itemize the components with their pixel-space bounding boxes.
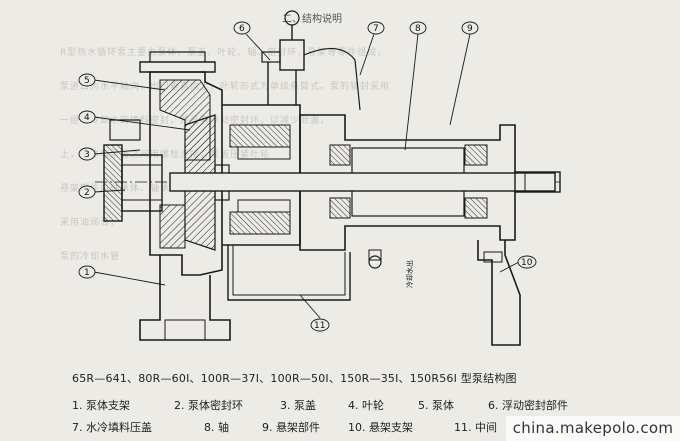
legend-row-2: 7. 水冷填料压盖 8. 轴 9. 悬架部件 10. 悬架支架 11. 中间 [72,417,632,439]
callout-6: 6 [233,21,251,35]
callout-3: 3 [78,147,96,161]
callout-1: 1 [78,265,96,279]
drawing-note: 冷却水出 [405,260,414,288]
ghost-line: 悬架部件由轴承体、轴承、轴等组成， [60,184,231,194]
parts-legend: 1. 泵体支架 2. 泵体密封环 3. 泵盖 4. 叶轮 5. 泵体 6. 浮动… [72,395,632,439]
legend-item: 10. 悬架支架 [348,421,413,434]
bearing-frame [299,114,516,269]
legend-item: 7. 水冷填料压盖 [72,421,152,434]
svg-text:5: 5 [84,76,90,86]
svg-text:8: 8 [415,24,421,34]
svg-text:3: 3 [84,150,90,160]
header-fragment: 二、结构说明 [282,12,342,25]
svg-text:1: 1 [84,268,90,278]
ghost-line: 上，泵体与泵盖之间用螺栓连接，泵盖压紧叶轮 [60,150,271,160]
shaft [169,171,561,193]
cooling-water-pipe-inner [232,245,346,296]
svg-text:6: 6 [239,24,245,34]
callout-11: 11 [310,318,330,332]
callout-8: 8 [409,21,427,35]
legend-row-1: 1. 泵体支架 2. 泵体密封环 3. 泵盖 4. 叶轮 5. 泵体 6. 浮动… [72,395,632,417]
svg-text:4: 4 [84,113,90,123]
svg-text:11: 11 [314,321,325,331]
svg-text:7: 7 [373,24,379,34]
cooling-water-pipe [227,245,351,301]
legend-item: 5. 泵体 [418,399,454,412]
figure-caption: 65R—641、80R—60I、100R—37I、100R—50I、150R—3… [72,372,517,385]
legend-item: 4. 叶轮 [348,399,384,412]
watermark: china.makepolo.com [506,416,680,441]
svg-text:9: 9 [467,24,473,34]
callout-5: 5 [78,73,96,87]
callout-2: 2 [78,185,96,199]
frame-support [477,240,521,346]
callout-12: 12 [86,14,104,26]
ghost-line: 泵进口为水平轴向，出口垂直向上，叶轮形式为单级悬臂式。泵的轴封采用 [60,82,391,92]
callout-7: 7 [367,21,385,35]
ghost-line: 采用油润滑， [60,218,121,228]
ghost-line: R型热水循环泵主要由泵体、泵盖、叶轮、轴、密封环、悬架等零件组成， [60,48,388,58]
ghost-line: 泵的冷却水管 [60,252,121,262]
pump-foot-support [139,255,231,341]
legend-item: 1. 泵体支架 [72,399,130,412]
svg-text:2: 2 [84,188,90,198]
callout-10: 10 [517,255,537,269]
leader-lines [93,33,520,319]
legend-item: 11. 中间 [454,421,497,434]
floating-seal-valve [261,10,361,111]
legend-item: 8. 轴 [204,421,229,434]
svg-text:10: 10 [521,258,533,268]
legend-item: 6. 浮动密封部件 [488,399,568,412]
legend-item: 2. 泵体密封环 [174,399,243,412]
suction-inlet [103,119,163,222]
legend-item: 3. 泵盖 [280,399,316,412]
callout-4: 4 [78,110,96,124]
callout-9: 9 [461,21,479,35]
legend-item: 9. 悬架部件 [262,421,320,434]
